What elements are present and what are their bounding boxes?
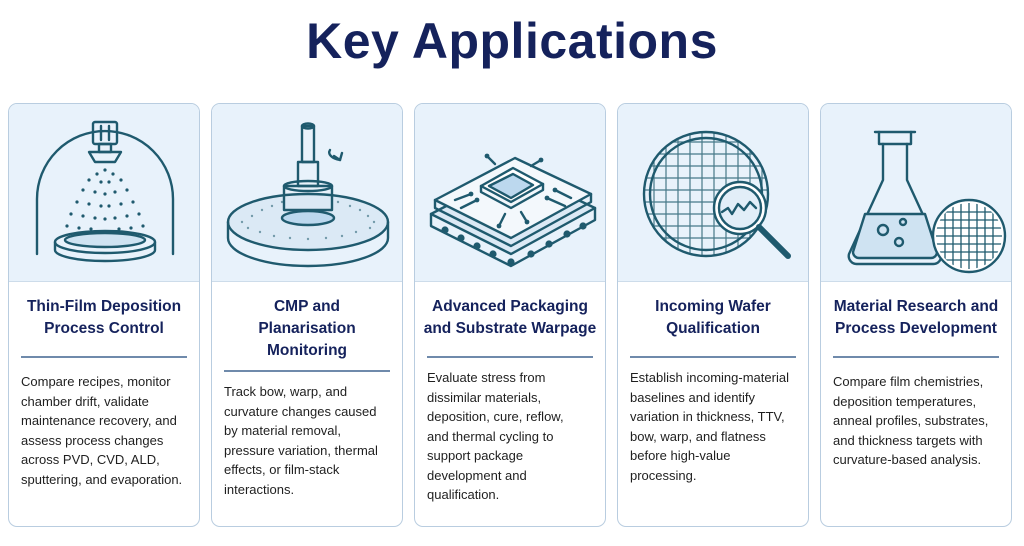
deposition-chamber-icon [35,120,175,263]
card-description: Evaluate stress from dissimilar material… [427,370,564,502]
flask-wafer-icon [847,130,1007,274]
applications-row: Thin-Film Deposition Process Control Com… [8,103,1018,527]
card-heading: CMP and Planarisation Monitoring [258,298,356,359]
divider [21,356,187,358]
divider [630,356,796,358]
divider [224,370,390,372]
card-heading: Advanced Packaging and Substrate Warpage [423,298,597,337]
card-heading: Material Research and Process Developmen… [833,298,999,337]
card-advanced-packaging: Advanced Packaging and Substrate Warpage… [414,103,606,527]
page-title: Key Applications [306,13,718,69]
card-illustration [821,104,1011,282]
card-illustration [9,104,199,282]
card-cmp-planarisation: CMP and Planarisation Monitoring Track b… [211,103,403,527]
card-thin-film-deposition: Thin-Film Deposition Process Control Com… [8,103,200,527]
card-material-research: Material Research and Process Developmen… [820,103,1012,527]
card-description: Compare film chemistries, deposition tem… [833,374,989,467]
wafer-magnifier-icon [642,130,791,259]
card-heading: Incoming Wafer Qualification [655,298,771,337]
card-heading: Thin-Film Deposition Process Control [26,298,182,337]
card-illustration [415,104,605,282]
chip-package-icon [429,153,597,268]
card-illustration [212,104,402,282]
cmp-polisher-icon [226,122,390,268]
card-description: Track bow, warp, and curvature changes c… [224,384,378,497]
card-incoming-wafer: Incoming Wafer Qualification Establish i… [617,103,809,527]
divider [427,356,593,358]
card-description: Compare recipes, monitor chamber drift, … [21,374,183,487]
card-illustration [618,104,808,282]
card-description: Establish incoming-material baselines an… [630,370,789,483]
divider [833,356,999,358]
